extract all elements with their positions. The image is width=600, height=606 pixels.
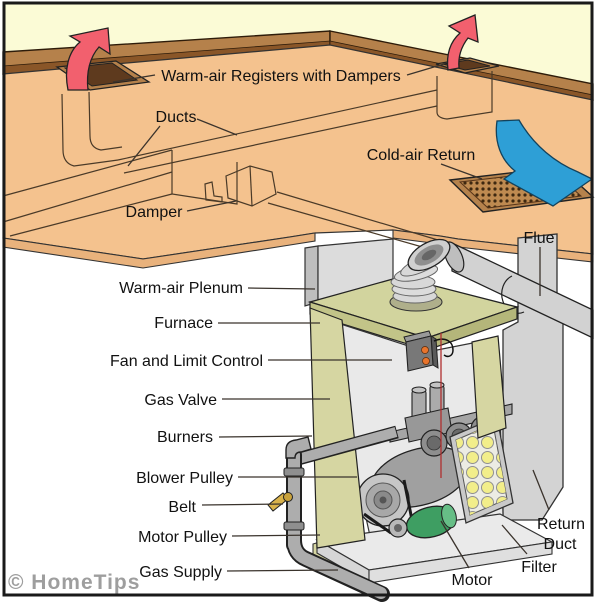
leader-ducts-left	[127, 125, 161, 167]
labels: Warm-air Registers with Dampers Ducts Da…	[110, 68, 585, 589]
pipe-elbow	[285, 436, 312, 459]
leader-damper	[186, 200, 237, 212]
label-motor: Motor	[452, 572, 494, 589]
label-warm-air-plenum: Warm-air Plenum	[119, 280, 243, 297]
leader-lines	[112, 63, 550, 572]
label-flue: Flue	[523, 230, 554, 247]
furnace-left-panel	[309, 307, 366, 549]
belt	[363, 512, 392, 535]
diagram-border	[2, 1, 594, 597]
duct-linework	[2, 71, 493, 253]
leader-belt	[201, 503, 284, 506]
label-warm-air-registers: Warm-air Registers with Dampers	[161, 68, 400, 85]
leader-registers-left	[112, 74, 156, 83]
label-filter: Filter	[521, 559, 557, 576]
label-furnace: Furnace	[154, 315, 213, 332]
leader-motor	[440, 520, 470, 569]
label-gas-supply: Gas Supply	[139, 564, 222, 581]
warm-air-plenum	[304, 238, 394, 307]
leader-gas-supply	[226, 569, 339, 572]
warm-air-arrow-right-icon	[446, 14, 479, 71]
label-return-duct-line2: Duct	[544, 536, 577, 553]
label-damper: Damper	[126, 204, 184, 221]
control-wire	[433, 338, 454, 358]
cold-air-arrow-icon	[495, 119, 594, 207]
gas-piping	[267, 425, 399, 602]
leader-motor-pulley	[231, 534, 321, 537]
leader-registers-right	[406, 63, 445, 76]
label-gas-valve: Gas Valve	[144, 392, 217, 409]
label-motor-pulley: Motor Pulley	[138, 529, 227, 546]
label-cold-air-return: Cold-air Return	[367, 147, 475, 164]
label-blower-pulley: Blower Pulley	[136, 470, 233, 487]
leader-return-duct	[532, 469, 550, 511]
leader-cold-air-return	[440, 163, 483, 180]
warm-air-arrow-left-icon	[65, 27, 111, 91]
damper-handle-icon	[204, 181, 223, 203]
leader-ducts-right	[196, 118, 238, 136]
hometips-watermark: © HomeTips	[8, 571, 140, 594]
furnace-right-panel	[471, 335, 507, 439]
label-fan-and-limit-control: Fan and Limit Control	[110, 353, 263, 370]
fan-limit-control	[403, 330, 454, 372]
flue-connector-duct	[389, 238, 451, 312]
damper-mechanism	[204, 165, 277, 207]
wall	[3, 3, 593, 84]
floor-edge-left	[2, 232, 316, 269]
leader-filter	[501, 524, 528, 555]
label-burners: Burners	[157, 429, 213, 446]
leader-plenum	[247, 287, 316, 290]
blower-assembly	[356, 446, 470, 539]
label-belt: Belt	[168, 499, 196, 516]
label-return-duct-line1: Return	[537, 516, 585, 533]
leader-burners	[218, 435, 313, 438]
label-ducts: Ducts	[156, 109, 197, 126]
